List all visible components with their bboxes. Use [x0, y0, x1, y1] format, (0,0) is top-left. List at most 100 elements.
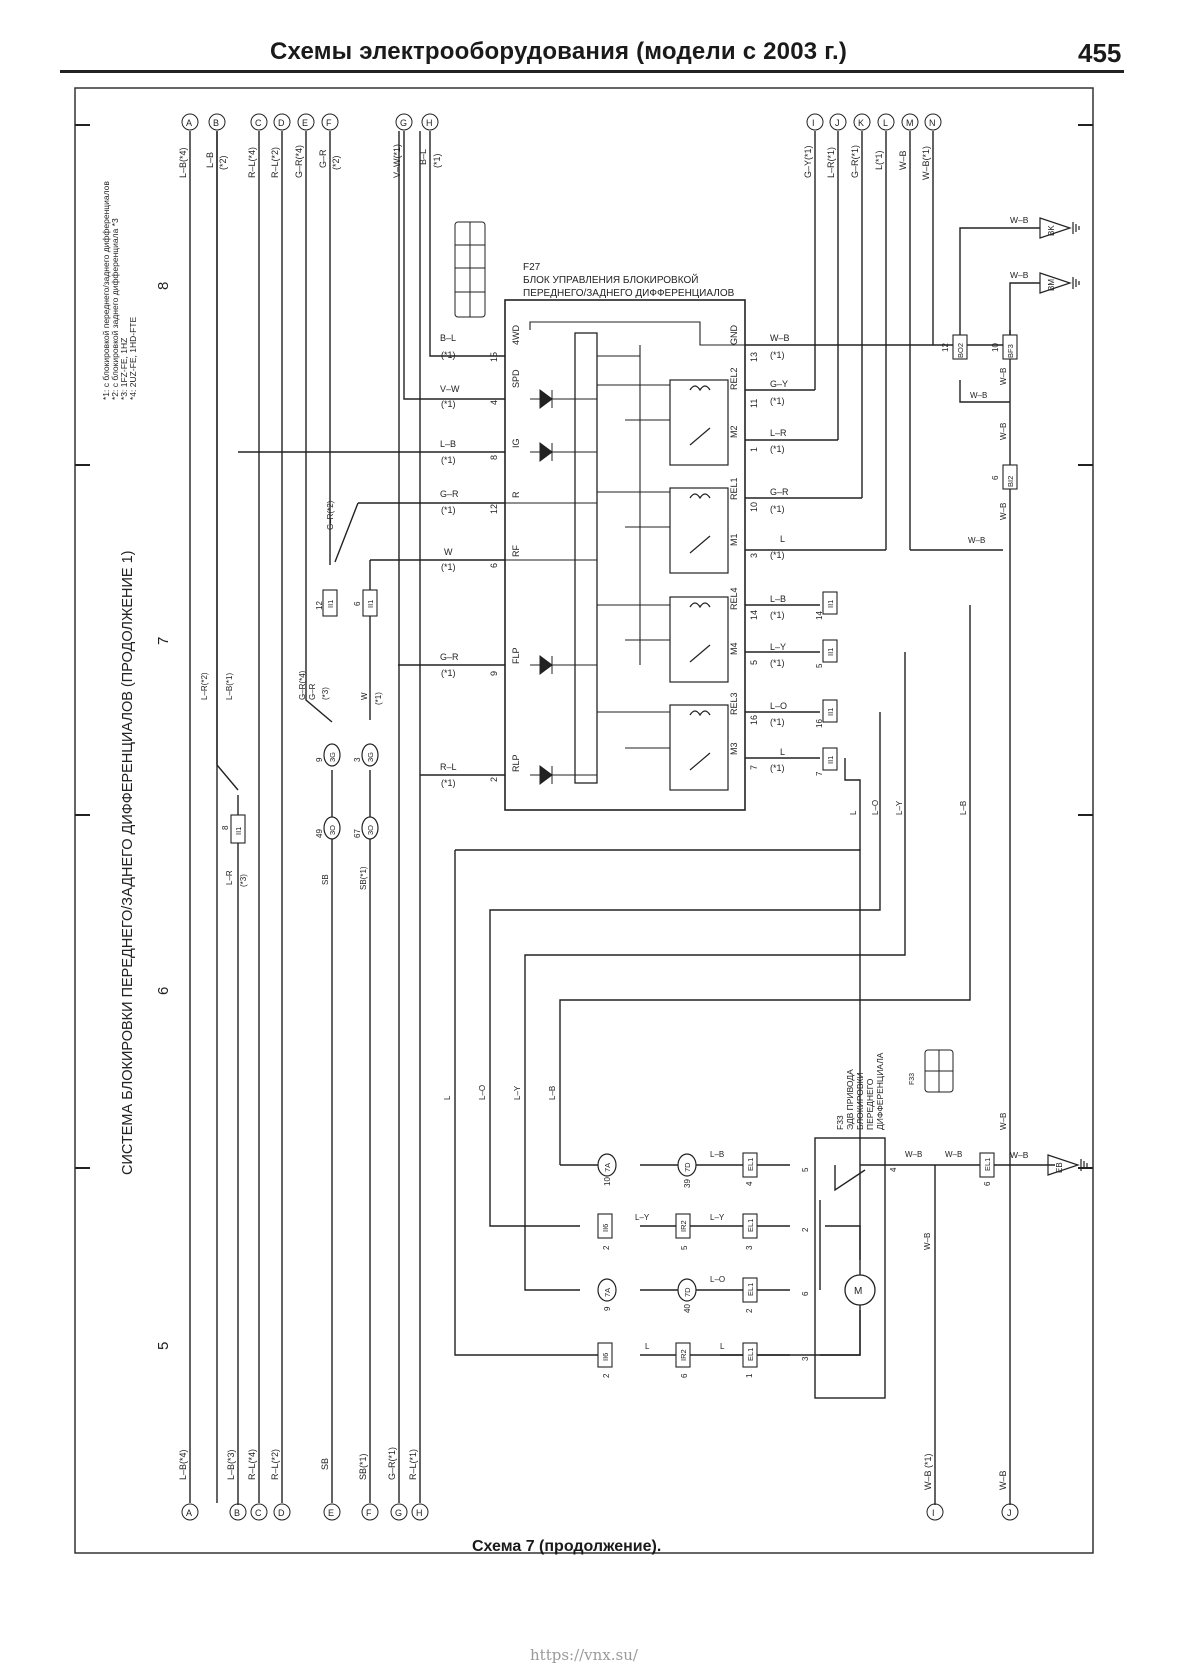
ecu-pin-wire: R–L — [440, 762, 457, 772]
connector-circle — [829, 113, 847, 131]
ecu-pin-wire: L — [780, 534, 785, 544]
connector-letter: C — [255, 118, 262, 128]
wire-label: L–B — [548, 1086, 557, 1100]
pin-number: 5 — [680, 1245, 689, 1250]
connector-letter: N — [929, 118, 936, 128]
wire-label: L–Y — [895, 800, 904, 815]
wire-label: L–Y — [635, 1213, 650, 1222]
connector-letter: K — [858, 118, 864, 128]
actuator-name: БЛОКИРОВКИ — [855, 1072, 865, 1130]
pin-number: 6 — [983, 1181, 992, 1186]
ecu-internal-lines — [505, 321, 745, 776]
connector-3o-label: 3O — [328, 825, 337, 835]
connector-letter: J — [835, 118, 840, 128]
wire-label: L–B(*1) — [225, 673, 234, 700]
connector-7d-label: 7D — [683, 1162, 692, 1172]
pin-number: 5 — [815, 663, 824, 668]
connector-circle — [901, 113, 919, 131]
ecu-box — [504, 299, 746, 811]
connector-circle — [411, 1503, 429, 1521]
connector-3g-label: 3G — [366, 752, 375, 762]
wire-label: L–R(*2) — [200, 672, 209, 700]
ecu-pin-num: 5 — [749, 660, 759, 665]
wire-label: W–B — [999, 423, 1008, 440]
ecu-pin-name: REL1 — [729, 477, 739, 500]
ground-wire: W–B — [1010, 215, 1029, 225]
connector-circle — [853, 113, 871, 131]
connector-wire: G–R(*4) — [294, 145, 304, 178]
connector-7a-label: 7A — [603, 1163, 612, 1172]
ecu-pin-name: SPD — [511, 369, 521, 388]
connector-circle — [395, 113, 413, 131]
ecu-pin-num: 7 — [749, 765, 759, 770]
connector-note: (*1) — [432, 153, 442, 168]
connector-letter: F — [326, 118, 332, 128]
connector-circle — [321, 113, 339, 131]
pin-number: 2 — [602, 1245, 611, 1250]
pin-number: 2 — [602, 1373, 611, 1378]
pin-number: 2 — [745, 1308, 754, 1313]
ecu-pin-name: REL2 — [729, 367, 739, 390]
actuator-name: ЭДВ ПРИВОДА — [845, 1069, 855, 1130]
ecu-pin-wire: L–B — [440, 439, 456, 449]
connector-circle — [924, 113, 942, 131]
ecu-pin-wire: W–B — [770, 333, 790, 343]
connector-circle — [273, 1503, 291, 1521]
diodes — [539, 389, 553, 785]
grid-number: 8 — [155, 282, 172, 290]
actuator-name: ДИФФЕРЕНЦИАЛА — [875, 1052, 885, 1130]
wire-label: (*1) — [374, 692, 383, 705]
pin-number: 6 — [680, 1373, 689, 1378]
ecu-name: БЛОК УПРАВЛЕНИЯ БЛОКИРОВКОЙ — [523, 273, 698, 286]
pin-number: 49 — [315, 829, 324, 838]
connector-letter: F — [366, 1508, 372, 1518]
connector-letter: M — [906, 118, 914, 128]
ecu-connector-icon — [454, 221, 486, 318]
ecu-pin-note: (*1) — [770, 504, 785, 514]
connector-letter: E — [328, 1508, 334, 1518]
ii1-label: II1 — [366, 600, 375, 608]
connector-letter: C — [255, 1508, 262, 1518]
connector-wire: SB — [320, 1458, 330, 1470]
ecu-pin-note: (*1) — [441, 399, 456, 409]
motor-symbol — [844, 1274, 876, 1306]
ecu-pin-num: 14 — [749, 610, 759, 620]
wire-label: W–B — [923, 1233, 932, 1250]
diagram-note: *3: 1FZ-FE, 1HZ — [119, 338, 129, 400]
pin-number: 7 — [815, 771, 824, 776]
ecu-pin-note: (*1) — [441, 455, 456, 465]
ecu-pin-wire: G–R — [440, 489, 459, 499]
ecu-pin-note: (*1) — [770, 658, 785, 668]
el1-label: EL1 — [746, 1283, 755, 1296]
grid-number: 5 — [155, 1342, 172, 1350]
connector-circle — [421, 113, 439, 131]
ecu-pin-num: 11 — [749, 399, 759, 408]
el1-label: EL1 — [746, 1219, 755, 1232]
connector-7d-label: 7D — [683, 1287, 692, 1297]
ecu-pin-wire: L — [780, 747, 785, 757]
actuator-pin: 6 — [801, 1291, 810, 1296]
connector-note: (*2) — [331, 155, 341, 170]
wire-label: W–B — [945, 1150, 962, 1159]
ecu-internal-bus — [574, 332, 598, 784]
wire-label: L–B — [710, 1150, 724, 1159]
ecu-pin-note: (*1) — [770, 717, 785, 727]
connector-circle — [806, 113, 824, 131]
connector-wire: L–B(*4) — [178, 1449, 188, 1480]
ecu-pin-wire: V–W — [440, 384, 460, 394]
connector-circle — [273, 113, 291, 131]
grid-number: 7 — [155, 637, 172, 645]
wire-label: G–R(*2) — [326, 500, 335, 530]
diagram-note: *2: с блокировкой заднего дифференциала … — [110, 218, 120, 400]
ii1-label: II1 — [826, 600, 835, 608]
watermark: https://vnx.su/ — [530, 1646, 638, 1664]
wire-label: L–Y — [710, 1213, 725, 1222]
wire-label: L–Y — [513, 1085, 522, 1100]
ground-code: EB — [1055, 1162, 1064, 1173]
ecu-pin-wire: G–Y — [770, 379, 788, 389]
ecu-pin-num: 4 — [489, 400, 499, 405]
actuator-code: F33 — [909, 1073, 916, 1085]
connector-circle — [926, 1503, 944, 1521]
pin-number: 8 — [221, 825, 230, 830]
ground-symbols — [1039, 217, 1088, 1176]
